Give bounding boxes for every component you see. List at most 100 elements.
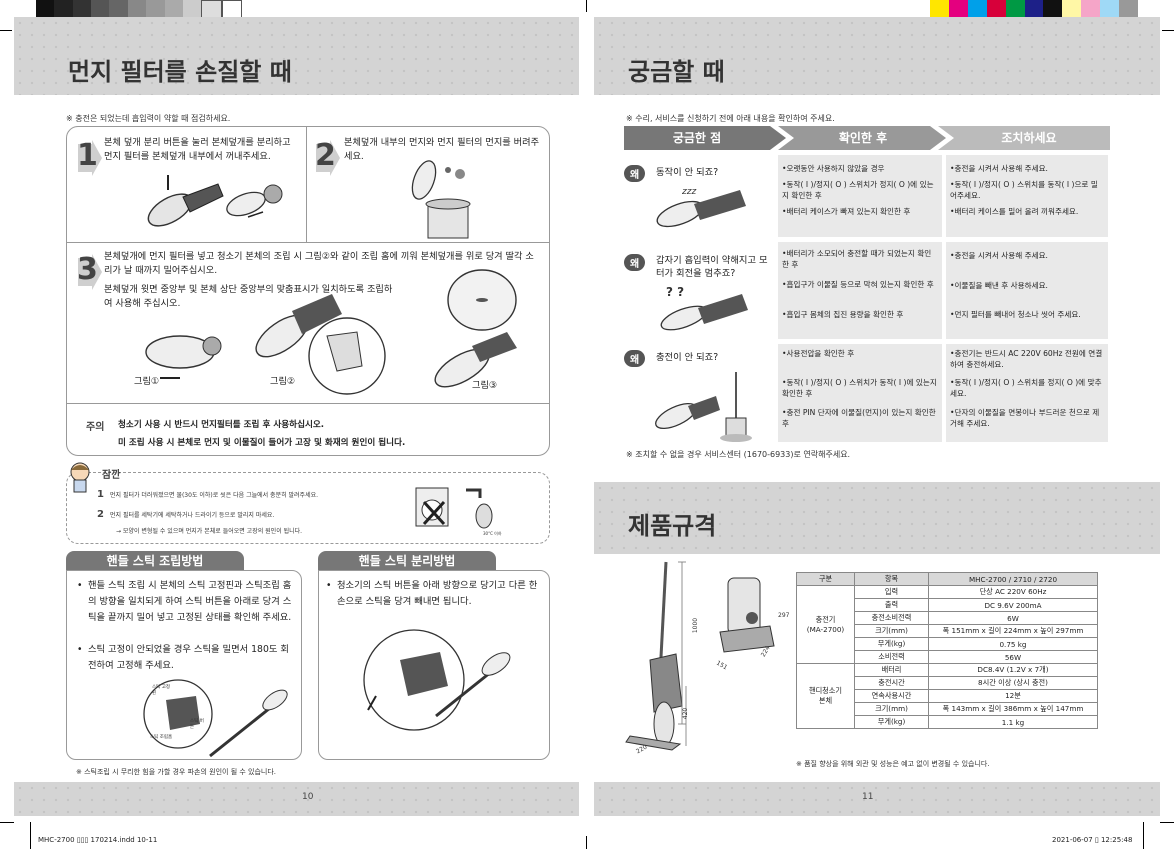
crop-mark xyxy=(0,822,14,823)
faq-fix: •단자의 이물질을 면봉이나 부드러운 천으로 제거해 주세요. xyxy=(950,408,1100,428)
notice-text: ※ 충전은 되었는데 흡입력이 약할 때 점검하세요. xyxy=(66,114,231,123)
charging-illustration xyxy=(646,370,756,442)
caution-label: 주의 xyxy=(86,422,105,433)
mascot-icon xyxy=(66,460,96,494)
step-text: 본체 덮개 분리 버튼을 눌러 본체덮개를 분리하고 먼지 필터를 본체덮개 내… xyxy=(104,137,291,162)
faq-question: 갑자기 흡입력이 약해지고 모터가 회전을 멈추죠? xyxy=(656,255,768,279)
step-number: 2 xyxy=(315,138,336,173)
crop-mark xyxy=(1162,30,1174,31)
table-cell: 단상 AC 220V 60Hz xyxy=(928,585,1098,599)
assembly-illustration xyxy=(132,266,542,400)
tip-label: 잠깐 xyxy=(102,470,121,481)
table-header: 구분 xyxy=(796,572,855,586)
table-cell: 배터리 xyxy=(854,663,929,677)
table-cell: 입력 xyxy=(854,585,929,599)
table-cell: 크기(mm) xyxy=(854,702,929,716)
faq-fix-cell xyxy=(946,344,1108,442)
table-cell: 6W xyxy=(928,611,1098,625)
spec-band xyxy=(594,482,1160,554)
header-band-left xyxy=(14,17,579,95)
faq-header: 궁금한 점 xyxy=(672,131,722,145)
page-number: 10 xyxy=(302,792,314,802)
faq-fix: •이물질을 빼낸 후 사용하세요. xyxy=(950,281,1048,290)
section-title: 제품규격 xyxy=(628,512,717,540)
faq-question: 동작이 안 되죠? xyxy=(656,167,719,178)
table-cell: 크기(mm) xyxy=(854,624,929,638)
product-dimension-drawing xyxy=(620,556,790,754)
color-bar xyxy=(930,0,1138,19)
faq-fix-cell xyxy=(946,242,1108,339)
tip-number: 1 xyxy=(97,489,104,500)
table-cell: 0.75 kg xyxy=(928,637,1098,651)
table-cell: 1.1 kg xyxy=(928,715,1098,729)
step-text: 본체덮개 윗면 중앙부 및 본체 상단 중앙부의 맞춤표시가 일치하도록 조립하… xyxy=(104,284,393,309)
bullet-dot: • xyxy=(77,644,83,655)
faq-fix: •충전을 시켜서 사용해 주세요. xyxy=(950,251,1048,260)
faq-check-cell xyxy=(778,155,942,237)
faq-fix: •동작( I )/정지( O ) 스위치를 동작( I )으로 밀어주세요. xyxy=(950,180,1098,200)
group-name: 충전기 xyxy=(815,615,836,624)
faq-check: •흡입구가 이물질 등으로 막혀 있는지 확인한 후 xyxy=(782,280,934,289)
vacuum-illustration: ? ? xyxy=(650,282,760,334)
header-band-right xyxy=(594,17,1160,95)
faq-fix: •배터리 케이스를 밀어 올려 끼워주세요. xyxy=(950,207,1079,216)
faq-fix: •충전을 시켜서 사용해 주세요. xyxy=(950,164,1048,173)
faq-check: •사용전압을 확인한 후 xyxy=(782,349,855,358)
faq-question: 충전이 안 되죠? xyxy=(656,352,719,363)
bullet-dot: • xyxy=(77,580,83,591)
why-badge: 왜 xyxy=(624,254,646,271)
stick-label: 스틱 고정핀 xyxy=(152,685,170,696)
faq-fix: •동작( I )/정지( O ) 스위치를 정지( O )에 맞추세요. xyxy=(950,378,1102,398)
faq-header: 확인한 후 xyxy=(838,131,888,145)
step-text: 본체덮개 내부의 먼지와 먼지 필터의 먼지를 버려주세요. xyxy=(344,137,540,162)
crop-mark xyxy=(586,0,587,12)
step-arrow-icon xyxy=(76,254,102,290)
vacuum-illustration xyxy=(128,172,298,238)
vacuum-illustration: zzz xyxy=(650,184,760,236)
figure-label: 그림① xyxy=(134,376,160,387)
table-cell: 폭 143mm x 길이 386mm x 높이 147mm xyxy=(928,702,1098,716)
figure-label: 그림② xyxy=(270,376,296,387)
figure-label: 그림③ xyxy=(472,380,498,391)
table-cell: DC 9.6V 200mA xyxy=(928,598,1098,612)
caution-text: 미 조립 사용 시 본체로 먼지 및 이물질이 들어가 고장 및 화재의 원인이… xyxy=(118,438,406,448)
table-cell: 충전소비전력 xyxy=(854,611,929,625)
faq-fix-cell xyxy=(946,155,1108,237)
stick-label: 스틱 버튼 xyxy=(190,719,204,730)
faq-check: •배터리가 소모되어 충전할 때가 되었는지 확인한 후 xyxy=(782,249,932,269)
why-badge: 왜 xyxy=(624,350,646,367)
step-arrow-icon xyxy=(76,140,102,176)
crop-mark xyxy=(1143,822,1144,849)
faq-check: •흡입구 몸체의 집진 용량을 확인한 후 xyxy=(782,310,904,319)
why-badge: 왜 xyxy=(624,165,646,182)
faq-check: •오랫동안 사용하지 않았을 경우 xyxy=(782,164,885,173)
table-cell: 무게(kg) xyxy=(854,715,929,729)
stick-note: ※ 스틱조립 시 무리한 힘을 가할 경우 파손의 원인이 될 수 있습니다. xyxy=(76,768,277,776)
washing-machine-icon xyxy=(414,484,498,532)
divider xyxy=(306,127,307,242)
faq-check: •배터리 케이스가 빠져 있는지 확인한 후 xyxy=(782,207,911,216)
table-cell: 출력 xyxy=(854,598,929,612)
faq-check: •동작( I )/정지( O ) 스위치가 동작( I )에 있는지 확인한 후 xyxy=(782,378,937,398)
svg-text:zzz: zzz xyxy=(681,187,696,197)
faq-fix: •먼지 필터를 빼내어 청소나 씻어 주세요. xyxy=(950,310,1081,319)
table-cell: 소비전력 xyxy=(854,650,929,664)
step-text: 본체덮개에 먼지 필터를 넣고 청소기 본체의 조립 시 그림②와 같이 조립 … xyxy=(104,251,534,276)
bullet-text: 청소기의 스틱 버튼을 아래 방향으로 당기고 다른 한 손으로 스틱을 당겨 … xyxy=(337,580,538,607)
caution-text: 청소기 사용 시 반드시 먼지필터를 조립 후 사용하십시오. xyxy=(118,420,325,430)
spec-table: 구분 항목 MHC-2700 / 2710 / 2720 충전기(MA-2700… xyxy=(796,572,1098,729)
bullet-dot: • xyxy=(326,580,332,591)
table-cell: 충전시간 xyxy=(854,676,929,690)
bullet-text: 스틱 고정이 안되었을 경우 스틱을 밀면서 180도 회전하여 고정해 주세요… xyxy=(88,644,289,671)
table-cell: 56W xyxy=(928,650,1098,664)
section-header: 핸들 스틱 분리방법 xyxy=(318,551,496,571)
table-group-cell: 충전기(MA-2700) xyxy=(796,585,855,664)
svg-text:? ?: ? ? xyxy=(666,285,684,299)
crop-mark xyxy=(1160,822,1174,823)
footer-band-right xyxy=(594,782,1160,816)
page-title: 먼지 필터를 손질할 때 xyxy=(68,58,292,86)
spec-note: ※ 품질 향상을 위해 외관 및 성능은 예고 없이 변경될 수 있습니다. xyxy=(796,760,990,768)
faq-check-cell xyxy=(778,344,942,442)
stick-assembly-illustration xyxy=(140,676,300,760)
file-slug: MHC-2700 ▯▯▯ 170214.indd 10-11 xyxy=(38,836,158,844)
